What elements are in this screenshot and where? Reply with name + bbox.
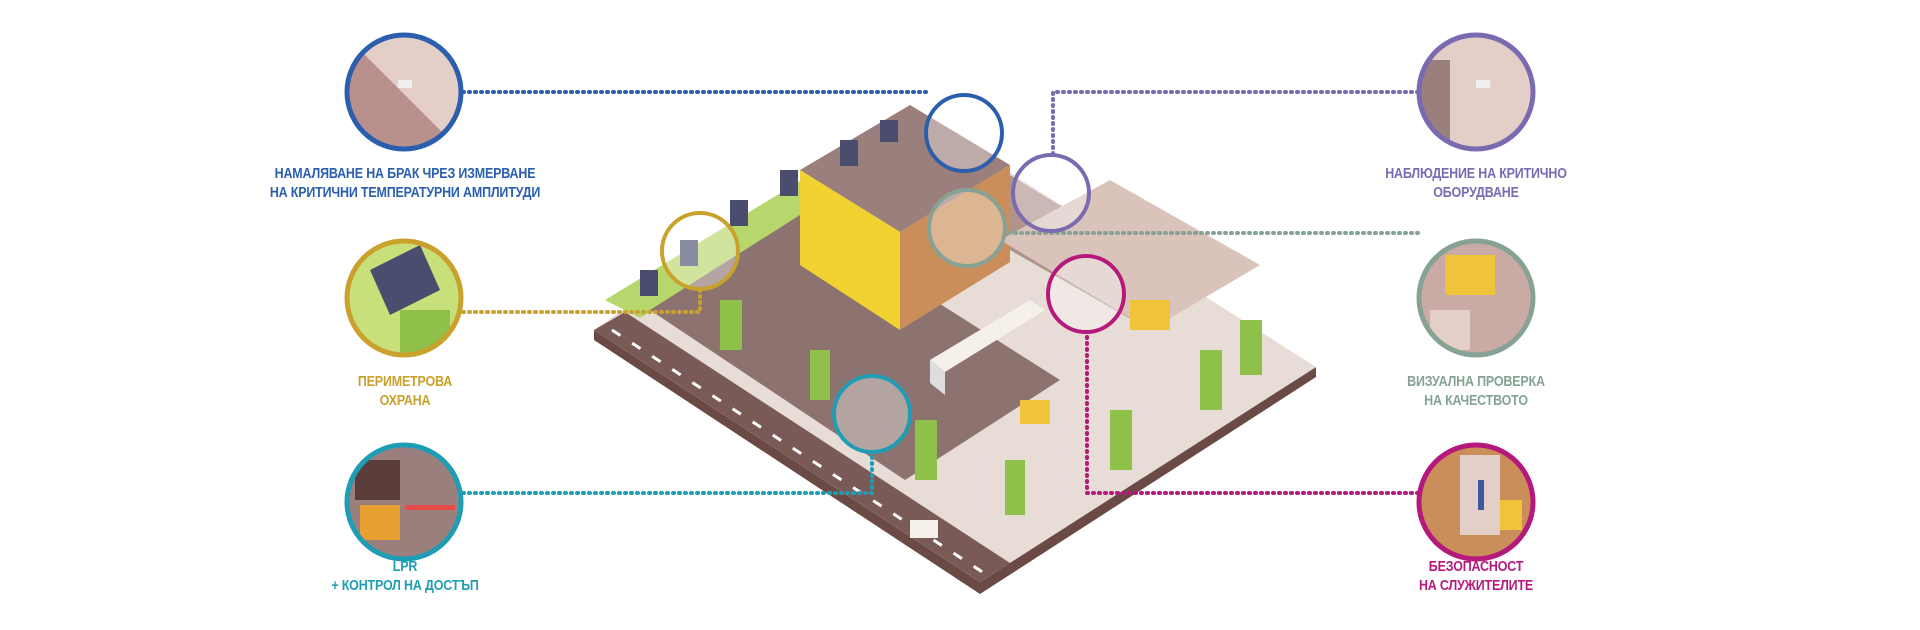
label-line: БЕЗОПАСНОСТ (1428, 559, 1524, 575)
isometric-site (594, 105, 1316, 594)
marker-equipment (1011, 153, 1091, 233)
label-line: ОБОРУДВАНЕ (1433, 185, 1519, 201)
barrier-gate-icon (344, 442, 464, 562)
connector-lpr (461, 451, 874, 495)
worker-icon (1416, 442, 1536, 562)
marker-quality (927, 188, 1007, 268)
label-line: ВИЗУАЛНА ПРОВЕРКА (1407, 374, 1545, 390)
label-safety: БЕЗОПАСНОСТ НА СЛУЖИТЕЛИТЕ (1321, 558, 1631, 596)
connector-lines (461, 90, 1420, 495)
label-perimeter: ПЕРИМЕТРОВА ОХРАНА (250, 373, 560, 411)
connector-safety (1085, 331, 1420, 495)
production-line-icon (1416, 238, 1536, 358)
label-line: НАМАЛЯВАНЕ НА БРАК ЧРЕЗ ИЗМЕРВАНЕ (274, 166, 536, 182)
label-line: НАБЛЮДЕНИЕ НА КРИТИЧНО (1385, 166, 1567, 182)
truck (930, 300, 1045, 372)
building (800, 105, 1010, 232)
marker-lpr (832, 374, 912, 454)
wall-camera-icon (1416, 32, 1536, 152)
label-line: + КОНТРОЛ НА ДОСТЪП (331, 578, 479, 594)
map-markers (660, 93, 1126, 454)
connector-perimeter (461, 288, 702, 314)
label-line: НА КАЧЕСТВОТО (1424, 393, 1528, 409)
label-line: LPR (392, 559, 418, 575)
solar-fence-icon (344, 238, 464, 358)
label-lpr: LPR + КОНТРОЛ НА ДОСТЪП (250, 558, 560, 596)
label-temperature: НАМАЛЯВАНЕ НА БРАК ЧРЕЗ ИЗМЕРВАНЕ НА КРИ… (250, 165, 560, 203)
connector-equipment (1051, 90, 1420, 157)
label-quality: ВИЗУАЛНА ПРОВЕРКА НА КАЧЕСТВОТО (1321, 373, 1631, 411)
label-line: НА КРИТИЧНИ ТЕМПЕРАТУРНИ АМПЛИТУДИ (269, 185, 541, 201)
road (594, 312, 1010, 582)
marker-perimeter (660, 211, 740, 291)
thermal-camera-icon (344, 32, 464, 152)
marker-temperature (924, 93, 1004, 173)
label-line: НА СЛУЖИТЕЛИТЕ (1418, 578, 1534, 594)
label-line: ПЕРИМЕТРОВА (357, 374, 453, 390)
marker-safety (1046, 254, 1126, 334)
label-line: ОХРАНА (379, 393, 431, 409)
label-equipment: НАБЛЮДЕНИЕ НА КРИТИЧНО ОБОРУДВАНЕ (1321, 165, 1631, 203)
